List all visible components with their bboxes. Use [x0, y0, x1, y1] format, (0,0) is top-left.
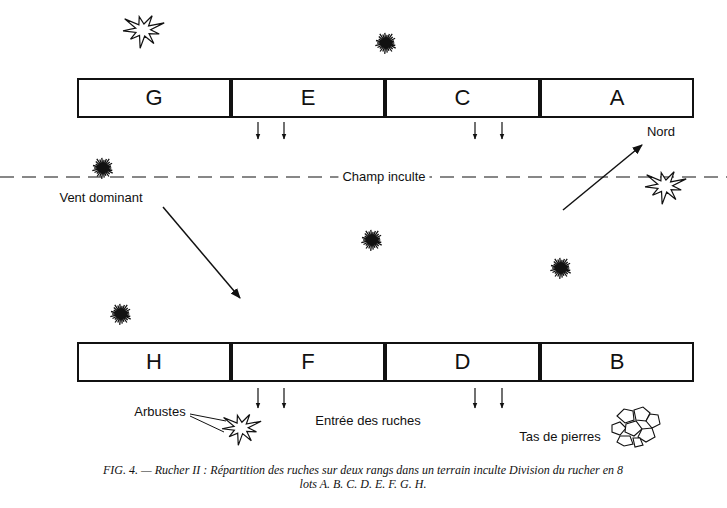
entrance-arrow	[501, 122, 502, 139]
lot-letter: F	[301, 351, 314, 373]
stone	[612, 422, 626, 435]
shrub-label: Arbustes	[134, 405, 185, 419]
hive-lot-box: G	[77, 78, 231, 118]
hive-lot-box: H	[77, 342, 231, 382]
stone	[617, 436, 633, 446]
hive-lot-box: B	[540, 342, 694, 382]
bush-symbol	[92, 158, 112, 179]
lot-letter: G	[145, 87, 162, 109]
entrance-arrow	[257, 122, 258, 139]
shrub-symbol	[645, 172, 686, 204]
hive-lot-box: F	[231, 342, 385, 382]
stone	[617, 409, 634, 423]
entrance-arrow	[474, 388, 475, 408]
entrance-arrow	[501, 388, 502, 408]
hive-lot-box: D	[385, 342, 540, 382]
bush-symbol	[361, 230, 381, 251]
entrance-label: Entrée des ruches	[315, 414, 421, 428]
bush-symbol	[110, 304, 130, 325]
leader-line	[190, 414, 226, 421]
north-arrow	[563, 145, 642, 210]
field-label: Champ inculte	[338, 170, 429, 184]
shrub-symbol	[123, 16, 164, 48]
entrance-arrow	[474, 122, 475, 139]
lot-letter: E	[301, 87, 316, 109]
stone	[633, 438, 643, 447]
north-label: Nord	[647, 125, 675, 139]
entrance-arrow	[257, 388, 258, 408]
bush-symbol	[375, 33, 395, 54]
wind-arrow	[163, 207, 240, 298]
stone-pile	[612, 407, 660, 447]
lot-letter: C	[455, 87, 471, 109]
lot-letter: B	[610, 351, 625, 373]
stone-label: Tas de pierres	[519, 430, 601, 444]
entrance-arrow	[283, 388, 284, 408]
shrub-symbol	[222, 414, 261, 445]
hive-lot-box: E	[231, 78, 385, 118]
hive-lot-box: A	[540, 78, 694, 118]
stone	[646, 414, 660, 428]
wind-label: Vent dominant	[59, 191, 142, 205]
bush-symbol	[550, 258, 570, 279]
hive-lot-box: C	[385, 78, 540, 118]
figure-caption: FIG. 4. — Rucher II : Répartition des ru…	[103, 463, 623, 492]
entrance-arrow	[283, 122, 284, 139]
lot-letter: A	[610, 87, 625, 109]
lot-letter: D	[455, 351, 471, 373]
leader-line	[190, 416, 224, 432]
lot-letter: H	[146, 351, 162, 373]
